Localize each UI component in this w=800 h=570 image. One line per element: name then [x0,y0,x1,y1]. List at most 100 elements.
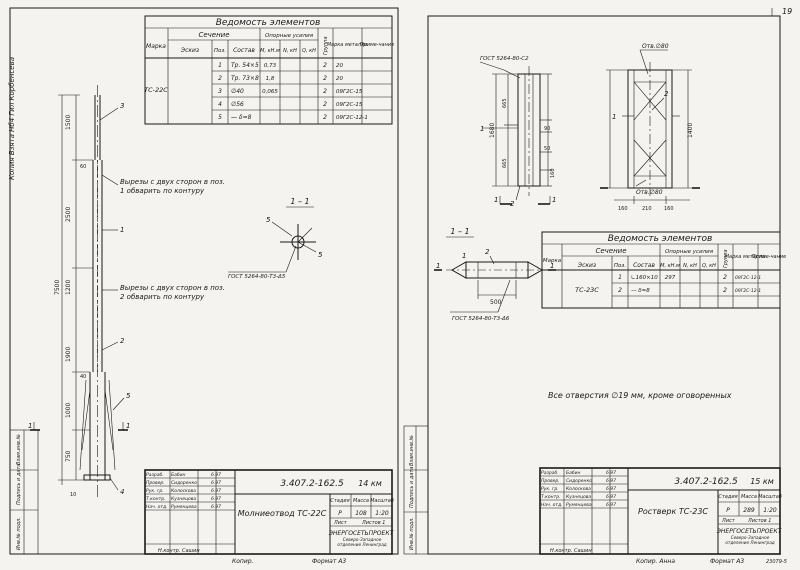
right-row-metal: 09Г2С-12-1 [735,288,761,294]
right-section-label-1b: 1 [550,262,554,270]
elev-label-2: 2 [510,200,515,208]
left-row-metal: 09Г2С-12-1 [336,115,368,121]
dim-1680: 1680 [489,123,496,138]
right-col-prim: Приме-чание [752,254,786,260]
left-col-n: N, кН [283,48,297,54]
right_sheet-stamp-person: Сидоренко [566,478,592,484]
right-sidebar-vzam: Взам.инв.№ [409,435,415,466]
left_sheet-stamp-person: Сидоренко [171,480,197,486]
left_sheet-stamp-person: Кузнецова [171,496,196,502]
left-col-poz: Поз. [214,48,226,54]
left-row-m: 0,065 [262,89,278,95]
right-sidebar-stamp: Инв.№ подл. Подпись и дата Взам.инв.№ [403,425,429,555]
right-col-sechenie: Сечение [595,247,626,255]
left-row-poz: 5 [218,114,222,121]
left-row-gruppa: 2 [323,88,327,95]
dim-750: 750 [65,450,72,462]
dim-1000: 1000 [65,403,72,418]
right_sheet-stamp-role: Т.контр. [541,494,561,500]
section-1-1-right: 1 – 1 2 1 1 1 500 ГОСТ 5264-80-Т3-Δ6 [434,227,556,322]
section-label-5b: 5 [318,251,323,259]
cutout-note-1: Вырезы с двух сторон в поз. 1 обварить п… [120,178,225,195]
left-cut-mark-left: 1 [28,422,32,430]
mast-label-1: 1 [120,226,124,234]
right-col-marka: Марка [543,258,562,264]
section-label-5a: 5 [266,216,271,224]
right-row-poz: 1 [618,274,622,281]
left-stamp-km: 14 км [358,479,382,488]
right_sheet-stamp-person: Бабин [566,470,581,476]
right-stamp-stadia-h: Стадия [718,494,737,500]
dim-665: 665 [502,98,508,108]
left-kopir: Копир. [232,558,254,565]
left-col-opor: Опорные усилия [265,33,314,39]
left_sheet-stamp-date: 6.97 [211,496,221,502]
left_sheet-stamp-person: Бабин [171,472,186,478]
left-title-block: 3.407.2-162.5 14 км Молниеотвод ТС-22С С… [144,469,395,555]
right-sheet-frame [427,15,781,555]
right-gost-weld: ГОСТ 5264-80-Т3-Δ6 [452,316,510,322]
left-row-metal: 20 [336,76,343,82]
left-section-title: 1 – 1 [290,197,309,206]
left-col-eskiz: Эскиз [180,47,199,54]
mast-label-2: 2 [120,337,125,345]
mast-drawing [30,85,128,500]
right-cut-mark-right: 1 [552,196,556,204]
dim-1200: 1200 [65,280,72,295]
right-table-mark: ТС-23С [575,286,599,294]
dim-160: 160 [550,168,556,178]
left-stamp-massa-h: Масса [353,498,369,504]
dim-50: 50 [544,146,550,152]
left-stamp-stadia-h: Стадия [330,498,349,504]
left_sheet-stamp-role: Нач. отд. [146,504,168,510]
right-stamp-nkontr: Н.контр. Сашин [550,548,592,554]
right-col-gruppa: Группа [723,249,729,268]
right-stamp-name: Ростверк ТС-23С [638,507,708,516]
right-spec-table: Ведомость элементов Марка Сечение Эскиз … [541,231,786,309]
left-row-sostav: Тр. 54×5 [231,62,259,69]
right-page-number: 19 [782,7,792,16]
left-col-prim: Приме-чание [360,42,394,48]
front-label-1: 1 [612,113,616,121]
left-stamp-listov: Листов 1 [361,520,385,526]
right-row-gruppa: 2 [723,274,727,281]
right_sheet-stamp-role: Рук. гр. [541,486,559,492]
right-col-eskiz: Эскиз [577,262,596,269]
left-format: Формат А3 [312,558,346,565]
right-stamp-list: Лист [721,518,736,524]
right_sheet-stamp-date: 6.97 [606,494,616,500]
left_sheet-stamp-date: 6.97 [211,480,221,486]
left_sheet-stamp-role: Рук. гр. [146,488,164,494]
left-stamp-org1: ЭНЕРГОСЕТЬПРОЕКТ [328,530,395,537]
right-stamp-org2: Северо-Западное отделение Ленинград [725,535,775,545]
left-col-sechenie: Сечение [198,31,229,39]
right-stamp-listov: Листов 1 [747,518,771,524]
dim-160-right: 160 [664,206,674,212]
rostverk-elevation [479,61,552,205]
right-title-block: 3.407.2-162.5 15 км Ростверк ТС-23С Стад… [539,467,783,555]
right-section-label-1c: 1 [462,252,466,260]
left-sidebar-vzam: Взам.инв.№ [16,434,22,465]
left-table-title: Ведомость элементов [216,18,321,28]
dim-160-left: 160 [618,206,628,212]
left-row-metal: 09Г2С-15 [336,102,363,108]
right-stamp-massa: 289 [743,507,755,514]
right-stamp-masshtab: 1:20 [763,507,777,514]
left-col-gruppa: Группа [323,36,329,55]
left-cut-mark-right: 1 [126,422,130,430]
section-1-1-left: 1 – 1 5 5 ГОСТ 5264-80-Т3-Δ5 [228,197,323,280]
left-sidebar-stamp: Инв.№ подл. Подпись и дата Взам.инв.№ [9,429,39,555]
mast-label-4: 4 [120,488,124,496]
dim-1400: 1400 [687,123,694,138]
right-sidebar-sign: Подпись и дата [409,467,415,508]
left-table-mark: ТС-22С [144,86,168,94]
right-section-label-2: 2 [485,248,490,256]
dim-10: 10 [70,492,76,498]
left_sheet-stamp-person: Колоскова [171,488,196,494]
left-row-sostav: Тр. 73×8 [231,75,259,82]
left-row-sostav: ∅40 [231,88,244,95]
